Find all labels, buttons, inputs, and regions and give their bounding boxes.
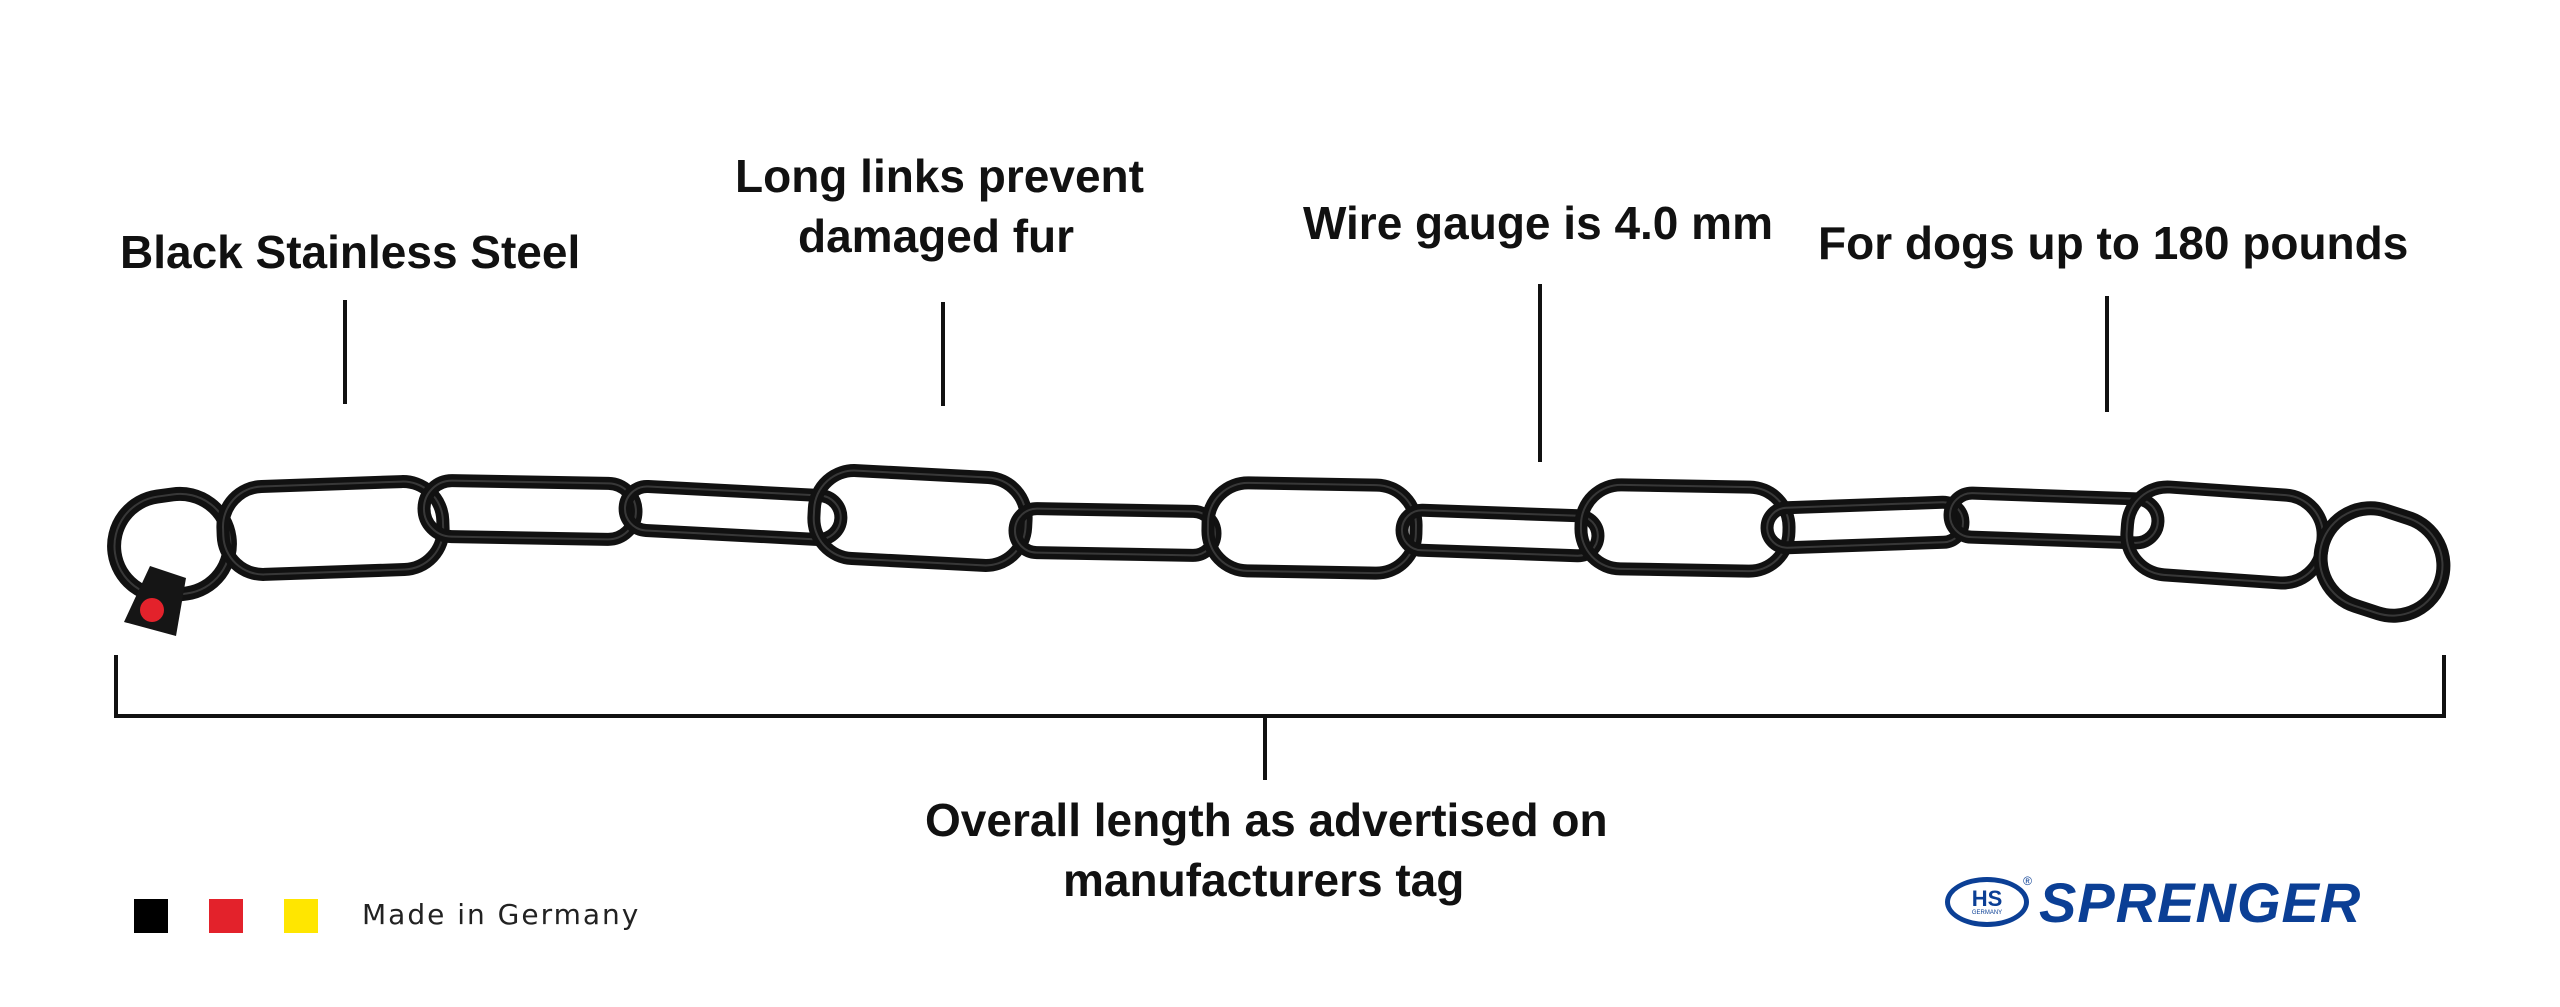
callout-long-links-line2: damaged fur	[798, 210, 1075, 262]
chain-link-highlight	[1948, 492, 2159, 544]
callout-material: Black Stainless Steel	[120, 226, 581, 278]
flag-black-square	[134, 899, 168, 933]
chain-link	[1395, 503, 1605, 563]
callout-capacity: For dogs up to 180 pounds	[1818, 217, 2409, 269]
leader-wire-gauge	[1538, 284, 1542, 462]
chain-link	[1760, 495, 1970, 555]
chain-link-highlight	[222, 480, 445, 576]
chain-link	[417, 474, 643, 546]
chain-link-highlight	[812, 469, 1027, 567]
callout-long-links-line1: Long links prevent	[735, 150, 1144, 202]
brand-name: SPRENGER	[2039, 870, 2362, 934]
hs-badge: HS GERMANY ®	[1945, 874, 2032, 927]
chain-link-highlight	[2318, 507, 2444, 617]
chain-link	[216, 475, 450, 581]
flag-red-square	[209, 899, 243, 933]
chain-tag	[124, 566, 186, 636]
sprenger-logo: HS GERMANY ® SPRENGER	[1945, 870, 2362, 934]
length-bracket	[114, 655, 2446, 780]
chain-link-highlight	[1400, 509, 1599, 557]
leader-long-links	[941, 302, 945, 406]
registered-mark: ®	[2023, 874, 2032, 888]
chain-link	[1008, 502, 1222, 562]
hs-badge-subtext: GERMANY	[1971, 910, 2003, 916]
flag-gold-square	[284, 899, 318, 933]
chain-link-highlight	[1206, 481, 1418, 575]
callout-length-line2: manufacturers tag	[1063, 854, 1465, 906]
chain-link	[1201, 476, 1423, 580]
made-in-germany-label: Made in Germany	[362, 898, 641, 931]
chain-links	[107, 464, 2451, 623]
chain-end-ring	[2313, 501, 2451, 623]
chain-link-highlight	[1579, 483, 1790, 573]
callout-wire-gauge: Wire gauge is 4.0 mm	[1303, 197, 1773, 249]
chain-link	[1574, 478, 1796, 578]
chain-link-highlight	[422, 479, 637, 541]
chain-link-highlight	[623, 485, 842, 541]
hs-badge-text: HS	[1971, 886, 2003, 911]
callout-length-line1: Overall length as advertised on	[925, 794, 1608, 846]
leader-capacity	[2105, 296, 2109, 412]
chain-link-highlight	[1013, 507, 1216, 557]
leader-material	[343, 300, 347, 404]
chain-link-highlight	[1766, 501, 1965, 549]
